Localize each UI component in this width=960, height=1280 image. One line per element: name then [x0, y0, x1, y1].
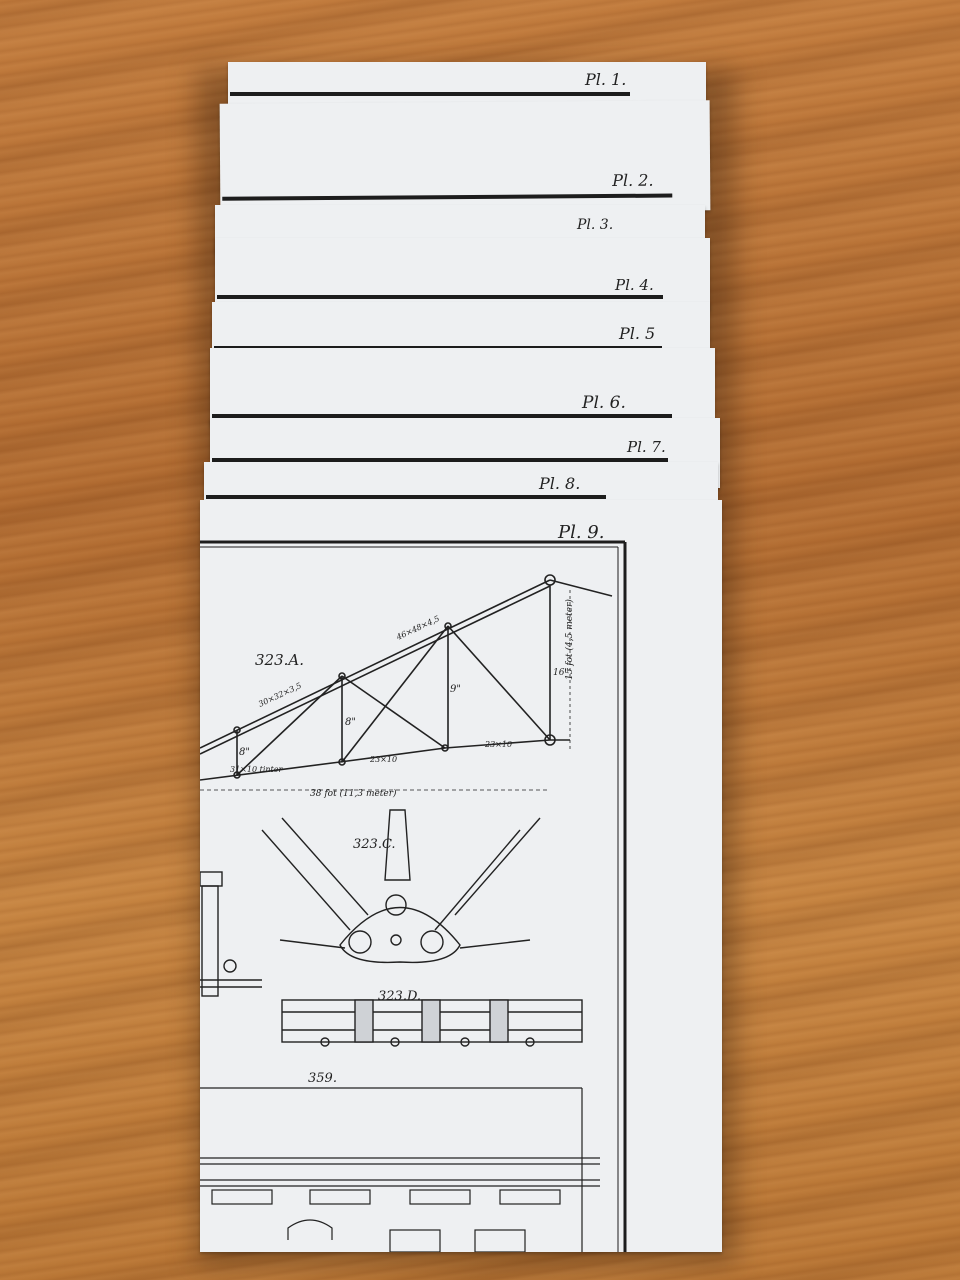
plate-border-6 [212, 414, 672, 418]
dim-span: 38 fot (11,3 meter) [310, 788, 397, 799]
plate-border-2 [222, 193, 673, 201]
plate-label-1: Pl. 1. [585, 70, 627, 89]
plate-label-4: Pl. 4. [615, 276, 654, 294]
facade-diagram [200, 1087, 600, 1252]
plate-sheet-4: Pl. 4. [215, 238, 710, 310]
plate-label-6: Pl. 6. [582, 393, 626, 413]
plate-label-8: Pl. 8. [539, 474, 581, 493]
architectural-drawing: 323.A. 38 fot (11,3 meter) 15 fot (4,5 m… [200, 540, 627, 1252]
truss-diagram [200, 574, 613, 791]
plate-label-9: Pl. 9. [558, 522, 605, 543]
chord-bot-1: 31×10 tinter [230, 765, 283, 774]
plate-label-7: Pl. 7. [627, 438, 666, 456]
beam-diagram [281, 999, 583, 1047]
chord-top-2: 46×48×4,5 [394, 614, 441, 642]
fig-label-joint: 323.C. [353, 837, 396, 852]
plate-label-2: Pl. 2. [612, 170, 654, 190]
plate-sheet-9: Pl. 9. [200, 500, 722, 1252]
fig-label-truss: 323.A. [255, 651, 304, 669]
chord-top-1: 30×32×3,5 [257, 681, 303, 709]
plate-border-7 [212, 458, 668, 462]
dim-8a: 8" [345, 717, 356, 728]
bracket-diagram [200, 871, 262, 997]
fig-label-beam: 323.D. [378, 989, 421, 1004]
plate-border-8 [206, 495, 606, 499]
chord-bot-2: 23×10 [369, 755, 397, 764]
dim-16: 16" [553, 668, 569, 678]
chord-bot-3: 23×10 [484, 740, 512, 749]
dim-8b: 8" [239, 747, 250, 758]
plate-label-3: Pl. 3. [577, 217, 614, 233]
plate-border-4 [217, 295, 663, 299]
plate-sheet-6: Pl. 6. [210, 348, 715, 426]
joint-diagram [261, 809, 541, 964]
fig-label-facade: 359. [308, 1071, 337, 1086]
dim-height: 15 fot (4,5 meter) [564, 599, 575, 680]
plate-sheet-2: Pl. 2. [219, 100, 711, 214]
dim-9: 9" [450, 684, 461, 695]
plate-border-1 [230, 92, 630, 96]
plate-label-5: Pl. 5 [619, 324, 656, 343]
